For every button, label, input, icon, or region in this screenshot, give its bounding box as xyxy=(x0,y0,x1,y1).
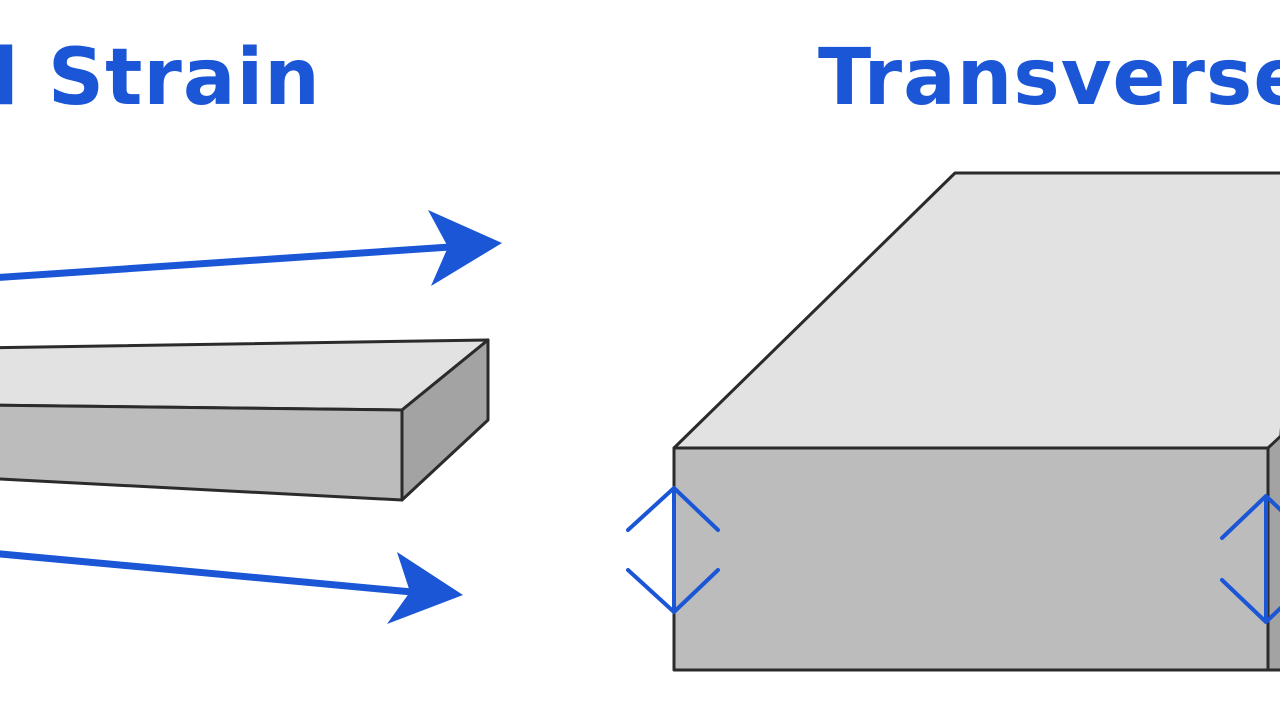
left-heading: l Strain xyxy=(0,33,321,123)
stretched-slab xyxy=(0,338,490,502)
stretched-slab-front-face xyxy=(0,403,404,502)
lower-tension-arrow-icon xyxy=(0,550,463,624)
left-vertical-double-arrow-icon xyxy=(626,486,720,614)
block-side-face xyxy=(1266,434,1280,672)
compressed-block xyxy=(672,171,1280,672)
block-top-face xyxy=(672,171,1280,450)
upper-tension-arrow-icon xyxy=(0,210,502,286)
block-front-face xyxy=(672,446,1270,672)
stretched-slab-end-face xyxy=(400,338,490,502)
right-heading: Transverse xyxy=(818,33,1280,123)
right-vertical-double-arrow-icon xyxy=(1220,494,1280,624)
